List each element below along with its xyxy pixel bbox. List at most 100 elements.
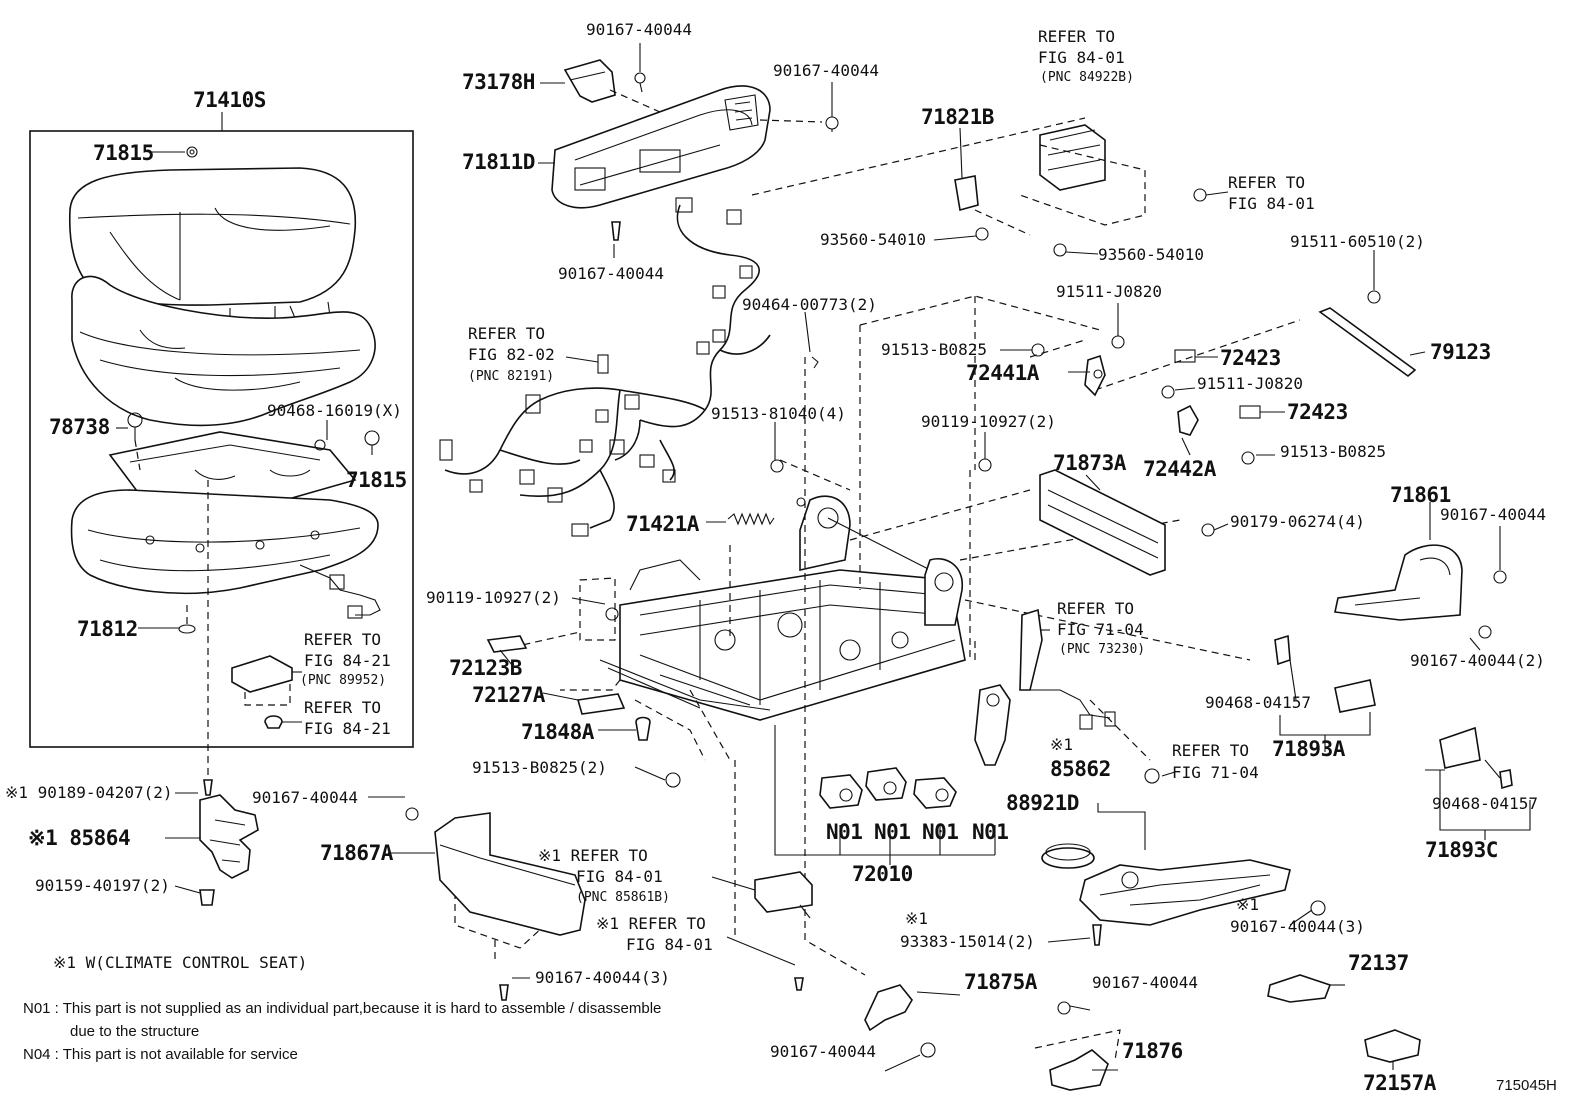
rod-79123 <box>1318 290 1417 378</box>
motor-bracket-lines <box>774 725 996 865</box>
part-71421a: 71421A <box>626 512 699 536</box>
part-71812: 71812 <box>77 617 138 641</box>
bracket-72441a <box>1031 335 1261 465</box>
part-90167-40044-c: 90167-40044 <box>558 264 664 283</box>
part-90468-04157-b: 90468-04157 <box>1432 794 1538 813</box>
n01-a: N01 <box>826 820 863 844</box>
part-90464-00773: 90464-00773(2) <box>742 295 877 314</box>
refer-fig-84-21-b-line1: REFER TO <box>304 698 382 717</box>
refer-fig-84-01-a-line3: (PNC 84922B) <box>1040 70 1134 85</box>
part-90167-40044-a: 90167-40044 <box>586 20 692 39</box>
part-90189-04207: ※1 90189-04207(2) <box>5 783 173 802</box>
refer-fig-71-04-a-line2: FIG 71-04 <box>1057 620 1144 639</box>
bracket-71893a <box>1274 634 1376 745</box>
climate-mark-a: ※1 <box>1050 735 1074 754</box>
refer-fig-84-01-b-line2: FIG 84-01 <box>1228 194 1315 213</box>
part-91511-60510: 91511-60510(2) <box>1290 232 1425 251</box>
part-85862: 85862 <box>1050 757 1111 781</box>
part-90167-40044-b: 90167-40044 <box>773 61 879 80</box>
part-91513-b0825-c: 91513-B0825(2) <box>472 758 607 777</box>
refer-fig-71-04-a-line1: REFER TO <box>1057 599 1135 618</box>
refer-fig-82-02-line1: REFER TO <box>468 324 546 343</box>
module-refer-8401 <box>754 871 813 991</box>
part-71875a: 71875A <box>964 970 1037 994</box>
refer-fig-84-01-c-line3: (PNC 85861B) <box>576 890 670 905</box>
part-71848a: 71848A <box>521 720 594 744</box>
front-cover-71867a <box>405 807 586 1001</box>
part-90468-16019: 90468-16019(X) <box>267 401 402 420</box>
refer-fig-84-01-a-line2: FIG 84-01 <box>1038 48 1125 67</box>
refer-fig-84-01-b-line1: REFER TO <box>1228 173 1306 192</box>
part-90167-40044-h: 90167-40044(3) <box>535 968 670 987</box>
refer-fig-84-01-a-line1: REFER TO <box>1038 27 1116 46</box>
refer-fig-84-21-b-line2: FIG 84-21 <box>304 719 391 738</box>
switch-base-71821b <box>954 124 1207 257</box>
part-90119-10927-b: 90119-10927(2) <box>426 588 561 607</box>
refer-fig-84-01-d-line1: ※1 REFER TO <box>596 914 706 933</box>
refer-fig-71-04-b-line1: REFER TO <box>1172 741 1250 760</box>
blower-duct-85864 <box>199 779 259 906</box>
part-72423-a: 72423 <box>1220 346 1281 370</box>
part-91513-81040: 91513-81040(4) <box>711 404 846 423</box>
diagram-id: 715045H <box>1496 1077 1557 1094</box>
recliner-cover-71861 <box>1334 544 1507 639</box>
refer-fig-84-01-c-line2: FIG 84-01 <box>576 867 663 886</box>
part-72423-b: 72423 <box>1287 400 1348 424</box>
part-73178h: 73178H <box>462 70 535 94</box>
refer-fig-71-04-a-line3: (PNC 73230) <box>1059 642 1146 657</box>
climate-mark-b: ※1 <box>905 909 929 928</box>
heater-control-88921d <box>1041 803 1146 869</box>
part-85864: ※1 85864 <box>28 826 131 850</box>
part-79123: 79123 <box>1430 340 1491 364</box>
refer-fig-82-02-line2: FIG 82-02 <box>468 345 555 364</box>
n01-d: N01 <box>972 820 1009 844</box>
seat-frame-assembly <box>599 495 966 721</box>
bracket-71893c <box>1439 726 1531 840</box>
part-93560-54010-b: 93560-54010 <box>1098 245 1204 264</box>
seat-cushion-pad <box>71 275 376 427</box>
part-93383-15014: 93383-15014(2) <box>900 932 1035 951</box>
refer-fig-84-21-a-line3: (PNC 89952) <box>300 673 387 688</box>
cover-73178h <box>563 59 839 241</box>
part-90119-10927-a: 90119-10927(2) <box>921 412 1056 431</box>
part-90167-40044-g: 90167-40044(3) <box>1230 917 1365 936</box>
refer-fig-82-02-line3: (PNC 82191) <box>468 369 555 384</box>
cushion-sensor-harness <box>299 564 381 619</box>
part-72127a: 72127A <box>472 683 545 707</box>
climate-mark-c: ※1 <box>1236 895 1260 914</box>
part-71893a: 71893A <box>1272 737 1345 761</box>
refer-fig-84-01-c-line1: ※1 REFER TO <box>538 846 648 865</box>
cushion-small-parts <box>127 146 380 634</box>
spring-71421a <box>727 497 806 526</box>
seat-cushion-cover <box>68 167 357 327</box>
part-78738: 78738 <box>49 415 110 439</box>
part-71893c: 71893C <box>1425 838 1498 862</box>
part-90167-40044-e: 90167-40044(2) <box>1410 651 1545 670</box>
note-n01-line1: N01 : This part is not supplied as an in… <box>23 1000 662 1017</box>
part-90159-40197: 90159-40197(2) <box>35 876 170 895</box>
refer-fig-84-21-a-line1: REFER TO <box>304 630 382 649</box>
seat-cushion-frame-pan <box>70 431 379 595</box>
part-72441a: 72441A <box>966 361 1039 385</box>
part-71815-b: 71815 <box>346 468 407 492</box>
part-72137: 72137 <box>1348 951 1409 975</box>
part-91511-j0820-b: 91511-J0820 <box>1197 374 1303 393</box>
n01-c: N01 <box>922 820 959 844</box>
cushion-group-box <box>29 112 414 748</box>
part-71873a: 71873A <box>1053 451 1126 475</box>
part-71821b: 71821B <box>921 105 994 129</box>
part-71410s: 71410S <box>193 88 266 112</box>
part-71811d: 71811D <box>462 150 535 174</box>
part-71867a: 71867A <box>320 841 393 865</box>
part-88921d: 88921D <box>1006 791 1079 815</box>
rail-71873a <box>1039 469 1215 576</box>
note-n01-line2: due to the structure <box>70 1023 200 1040</box>
construction-lines <box>454 117 1301 976</box>
leader-lines <box>116 43 1501 1072</box>
part-91513-b0825-a: 91513-B0825 <box>881 340 987 359</box>
part-71815-a: 71815 <box>93 141 154 165</box>
seat-belt-buckle-7104 <box>1019 608 1160 784</box>
part-90167-40044-j: 90167-40044 <box>770 1042 876 1061</box>
